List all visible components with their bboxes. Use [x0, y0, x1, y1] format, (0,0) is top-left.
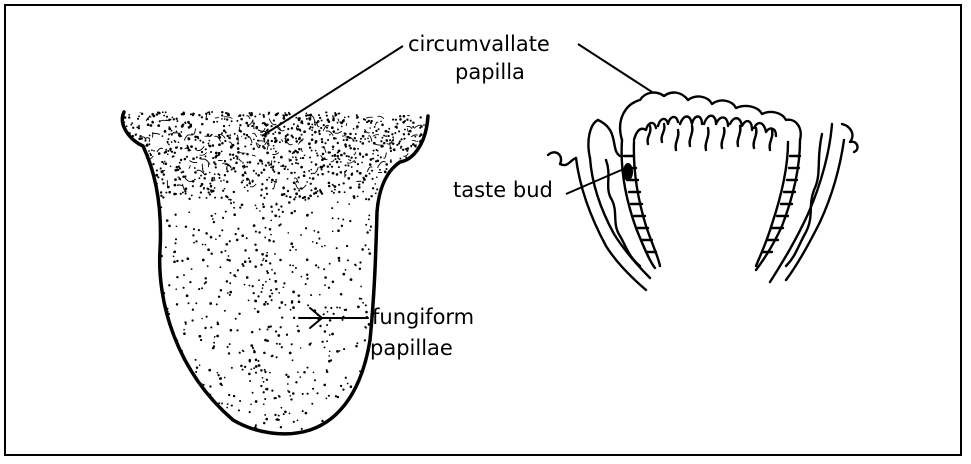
- label-circumvallate-line1: circumvallate: [408, 32, 550, 56]
- fungiform-arrow: [299, 308, 368, 328]
- circumvallate-leader-tongue: [262, 46, 403, 136]
- taste-bud-marker: [623, 163, 633, 181]
- papilla-cross-section: [548, 93, 857, 290]
- circumvallate-leader-section: [578, 44, 652, 92]
- circumvallate-network: [133, 112, 424, 190]
- label-circumvallate-line2: papilla: [455, 60, 525, 84]
- label-fungiform-line2: papillae: [370, 336, 453, 360]
- label-fungiform-line1: fungiform: [372, 305, 474, 329]
- tongue-stipple-texture: [119, 111, 431, 438]
- label-taste-bud: taste bud: [453, 178, 553, 202]
